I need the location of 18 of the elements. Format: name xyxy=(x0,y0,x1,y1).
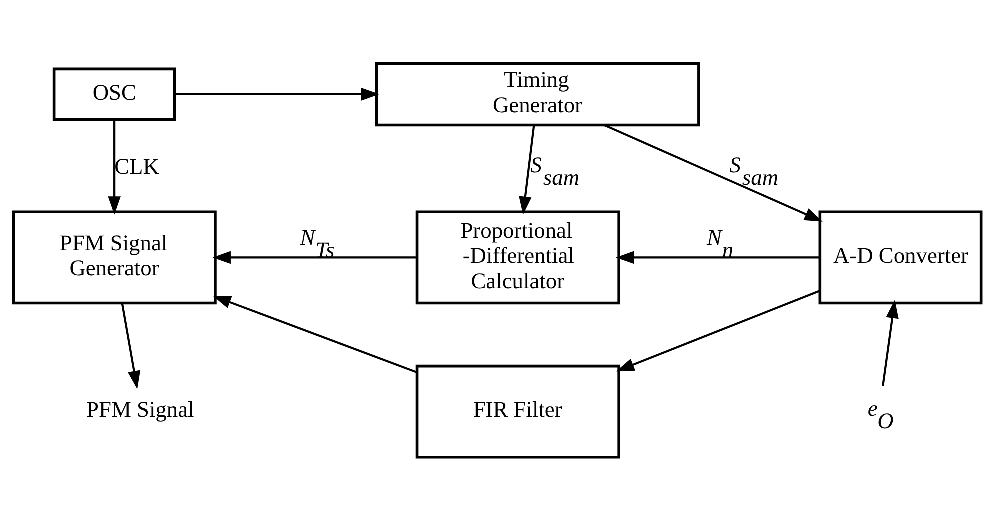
arrow xyxy=(519,125,536,216)
arrow xyxy=(212,296,418,374)
arrow xyxy=(604,124,823,222)
node-box: FIR Filter xyxy=(416,364,620,459)
arrow xyxy=(108,120,121,215)
node-text: PFM Signal xyxy=(86,397,194,422)
node-box: PFM Signal Generator xyxy=(12,210,217,305)
node-box: Proportional -Differential Calculator xyxy=(416,210,620,305)
arrow xyxy=(616,290,820,372)
node-box: OSC xyxy=(52,68,176,122)
arrow xyxy=(174,88,380,101)
arrow xyxy=(121,303,141,390)
node-box: Timing Generator xyxy=(375,62,700,127)
arrow xyxy=(616,251,820,264)
edge-label: CLK xyxy=(114,154,160,180)
arrow xyxy=(882,300,899,386)
node-box: A-D Converter xyxy=(818,210,983,305)
arrow xyxy=(212,251,418,264)
